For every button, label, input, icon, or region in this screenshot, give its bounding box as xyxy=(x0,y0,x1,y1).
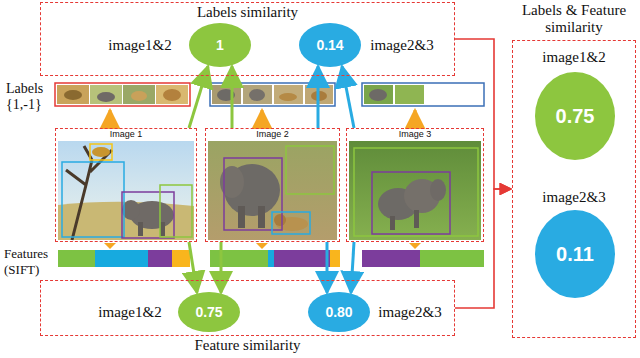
node-title: Labels & Feature similarity xyxy=(512,2,636,36)
score-ellipse: 0.80 xyxy=(308,292,370,332)
node-title: Image 1 xyxy=(96,129,156,140)
node-title: 0.75 xyxy=(195,304,222,320)
flow-arrow xyxy=(110,110,415,127)
image-box: Image 2 xyxy=(205,128,340,242)
connector xyxy=(455,189,511,308)
text-label: image2&3 xyxy=(370,36,433,54)
score-ellipse: 0.14 xyxy=(299,23,361,67)
feature-bar xyxy=(58,250,190,267)
ellipse-fill xyxy=(189,23,251,67)
text-label: image2&3 xyxy=(542,188,605,206)
label-strip xyxy=(210,83,335,106)
score-ellipse: 0.75 xyxy=(535,72,615,160)
ellipse-fill xyxy=(535,72,615,160)
photo xyxy=(208,141,337,240)
ellipse-fill xyxy=(535,210,615,298)
node-title: Image 2 xyxy=(243,129,303,140)
ellipse-fill xyxy=(178,292,240,332)
score-ellipse: 0.75 xyxy=(178,292,240,332)
node-title: 0.14 xyxy=(316,37,343,53)
image-box: Image 1 xyxy=(55,128,197,242)
score-ellipse: 1 xyxy=(189,23,251,67)
node-title: Feature similarity xyxy=(40,337,455,354)
text-label: {1,-1} xyxy=(6,96,42,113)
connector xyxy=(326,242,329,293)
node-title: Image 3 xyxy=(385,129,445,140)
node-title: 0.80 xyxy=(325,304,352,320)
connector xyxy=(455,39,511,189)
flow-arrow xyxy=(104,243,421,249)
node-title: 0.11 xyxy=(556,243,594,266)
label-strip xyxy=(362,83,484,106)
photo xyxy=(58,141,194,240)
image-box: Image 3 xyxy=(346,128,484,242)
node-title: 1 xyxy=(216,37,224,53)
text-label: Labels xyxy=(6,80,43,97)
text-label: (SIFT) xyxy=(4,262,39,278)
connector xyxy=(189,242,197,293)
label-strip xyxy=(55,83,190,106)
connector xyxy=(351,242,354,293)
connector xyxy=(220,242,223,293)
node-title: Labels similarity xyxy=(41,4,454,21)
text-label: image1&2 xyxy=(98,303,161,321)
ellipse-fill xyxy=(299,23,361,67)
photo xyxy=(349,141,481,240)
text-label: image1&2 xyxy=(108,36,171,54)
text-label: image2&3 xyxy=(378,303,441,321)
feature-bar xyxy=(210,250,340,267)
node-title: 0.75 xyxy=(556,105,595,128)
feature-bar xyxy=(362,250,484,267)
text-label: Features xyxy=(4,246,48,262)
ellipse-fill xyxy=(308,292,370,332)
score-ellipse: 0.11 xyxy=(535,210,615,298)
text-label: image1&2 xyxy=(542,48,605,66)
